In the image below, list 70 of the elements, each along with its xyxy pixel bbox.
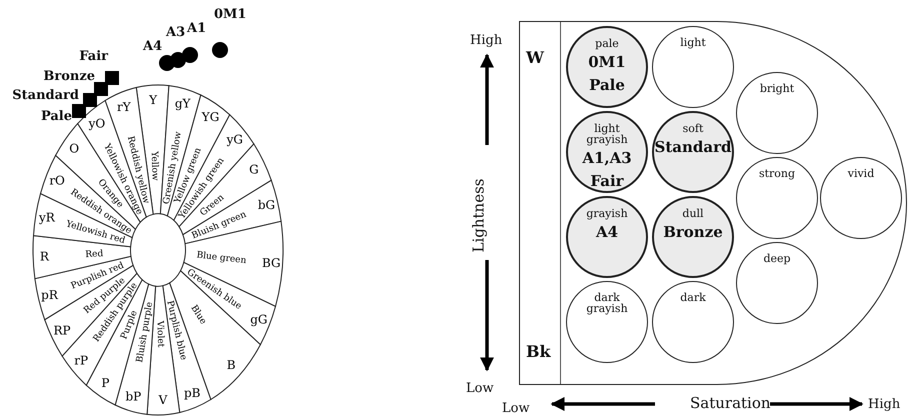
marker-label: Standard (12, 89, 79, 102)
axis-label: Saturation (690, 396, 771, 411)
tone-name: dark (680, 292, 706, 303)
hue-code: bG (258, 198, 276, 212)
hue-code: rO (49, 174, 65, 188)
shade-code: Pale (589, 76, 625, 94)
axis-label: High (868, 398, 900, 411)
tone-name: pale (595, 38, 619, 49)
tone-letter: W (526, 50, 544, 66)
axis-label: High (470, 34, 502, 47)
tone-name: vivid (848, 168, 874, 179)
square-marker (83, 93, 97, 107)
hue-name: Yellow (148, 151, 160, 181)
square-marker (105, 71, 119, 85)
tone-name: dark grayish (585, 292, 629, 314)
circle-marker (182, 47, 198, 63)
hue-code: yR (39, 210, 55, 224)
hue-code: rY (116, 100, 131, 114)
marker-label: Bronze (43, 70, 95, 83)
tone-name: light (680, 37, 706, 48)
hue-code: yO (88, 116, 106, 130)
tone-name: soft (682, 123, 704, 134)
hue-name: Bluish purple (135, 301, 156, 364)
square-marker (72, 104, 86, 118)
hue-name: Blue green (196, 250, 247, 266)
shade-code: A4 (596, 223, 618, 242)
hue-name: Violet (154, 320, 166, 348)
marker-label: A4 (143, 40, 162, 53)
marker-label: 0M1 (214, 8, 246, 21)
marker-label: A1 (187, 22, 206, 35)
hue-code: rP (74, 354, 88, 368)
shade-code: 0M1 (588, 53, 626, 72)
hue-code: YG (202, 110, 220, 124)
marker-label: Fair (79, 50, 108, 63)
hue-code: bP (126, 390, 142, 404)
hue-name: Purplish blue (164, 300, 188, 362)
hue-code: gG (250, 312, 268, 326)
shade-code: Bronze (663, 223, 723, 242)
tone-name: grayish (586, 208, 628, 219)
hue-code: P (101, 376, 110, 390)
axis-label: Lightness (472, 178, 486, 252)
tone-name: light grayish (585, 123, 629, 145)
hue-code: O (69, 142, 80, 156)
tone-chart-outline (519, 21, 907, 385)
tone-name: bright (760, 83, 794, 94)
circle-marker (212, 42, 228, 58)
axis-label: Low (502, 402, 530, 415)
hue-name: Red (85, 249, 104, 260)
hue-code: pB (184, 386, 200, 400)
tone-name: deep (763, 253, 791, 264)
marker-label: Pale (40, 110, 72, 123)
axis-label: Low (466, 382, 494, 395)
hue-code: RP (54, 324, 71, 338)
hue-code: pR (41, 288, 58, 302)
hue-code: G (249, 162, 259, 176)
tone-letter: Bk (526, 344, 551, 360)
shade-code: Fair (590, 172, 624, 190)
hue-code: R (40, 250, 49, 264)
hue-code: yG (226, 132, 244, 146)
hue-code: gY (174, 96, 190, 110)
hue-code: B (226, 358, 236, 372)
hue-code: Y (149, 93, 157, 107)
hue-code: V (158, 393, 168, 407)
shade-code: Standard (654, 138, 732, 157)
shade-code: A1,A3 (582, 149, 632, 168)
square-marker (94, 82, 108, 96)
tone-name: dull (682, 208, 704, 219)
marker-label: A3 (166, 26, 186, 39)
tone-name: strong (758, 168, 796, 179)
hue-code: BG (262, 256, 281, 270)
